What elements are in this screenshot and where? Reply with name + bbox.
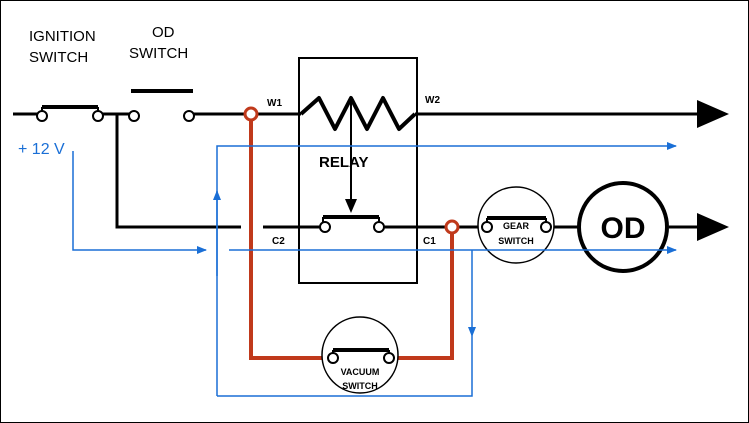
od-switch-label-1: OD [152,24,175,41]
relay-actuator-arrowhead [345,199,357,213]
ignition-switch-label-2: SWITCH [29,49,88,66]
bottom-output-arrowhead [697,213,729,241]
flow-12v-in [72,151,207,254]
gear-switch [477,186,555,264]
vacuum-switch [321,316,399,394]
od-switch [128,89,195,122]
relay-label: RELAY [319,154,368,171]
w2-label: W2 [425,95,440,106]
relay-contact [319,215,385,233]
main-wiring [13,112,701,229]
gear-switch-label-1: GEAR [503,221,530,231]
branch-to-c2-wire [115,114,241,229]
c1-label: C1 [423,236,436,247]
w1-label: W1 [267,98,282,109]
relay-box [298,57,418,284]
c1-junction [444,219,460,235]
flow-bottom-return [217,336,473,397]
plus-12v-label: + 12 V [18,141,65,158]
od-label: OD [601,212,646,245]
w1-junction [243,106,259,122]
vacuum-switch-label-1: VACUUM [341,367,380,377]
top-output-arrowhead [697,100,729,128]
flow-through-coil [216,142,677,276]
vacuum-switch-label-2: SWITCH [342,381,378,391]
current-flow-paths [72,142,677,397]
od-solenoid [577,181,669,273]
ignition-switch [36,105,104,122]
od-switch-label-2: SWITCH [129,45,188,62]
c2-label: C2 [272,236,285,247]
vacuum-loop [249,114,454,360]
gear-switch-label-2: SWITCH [498,236,534,246]
relay-coil [299,96,417,131]
ignition-switch-label-1: IGNITION [29,28,96,45]
